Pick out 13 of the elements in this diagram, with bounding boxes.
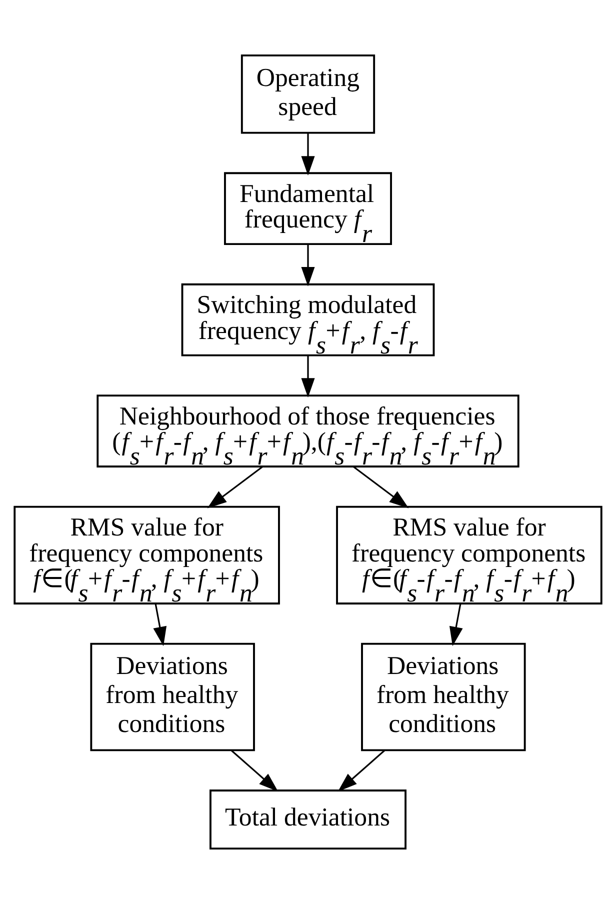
- arrow: [338, 750, 385, 792]
- node-box: Deviations from healthy conditions: [361, 642, 526, 751]
- arrow: [301, 355, 315, 398]
- node-box: Total deviations: [210, 789, 406, 850]
- arrow: [449, 603, 463, 646]
- arrow: [301, 244, 315, 286]
- arrow: [153, 603, 167, 646]
- node-box: Operating speed: [240, 54, 376, 134]
- arrow: [231, 750, 278, 792]
- arrow: [301, 132, 315, 176]
- node-box: Deviations from healthy conditions: [90, 642, 255, 751]
- arrow: [207, 466, 264, 508]
- arrow: [352, 466, 409, 508]
